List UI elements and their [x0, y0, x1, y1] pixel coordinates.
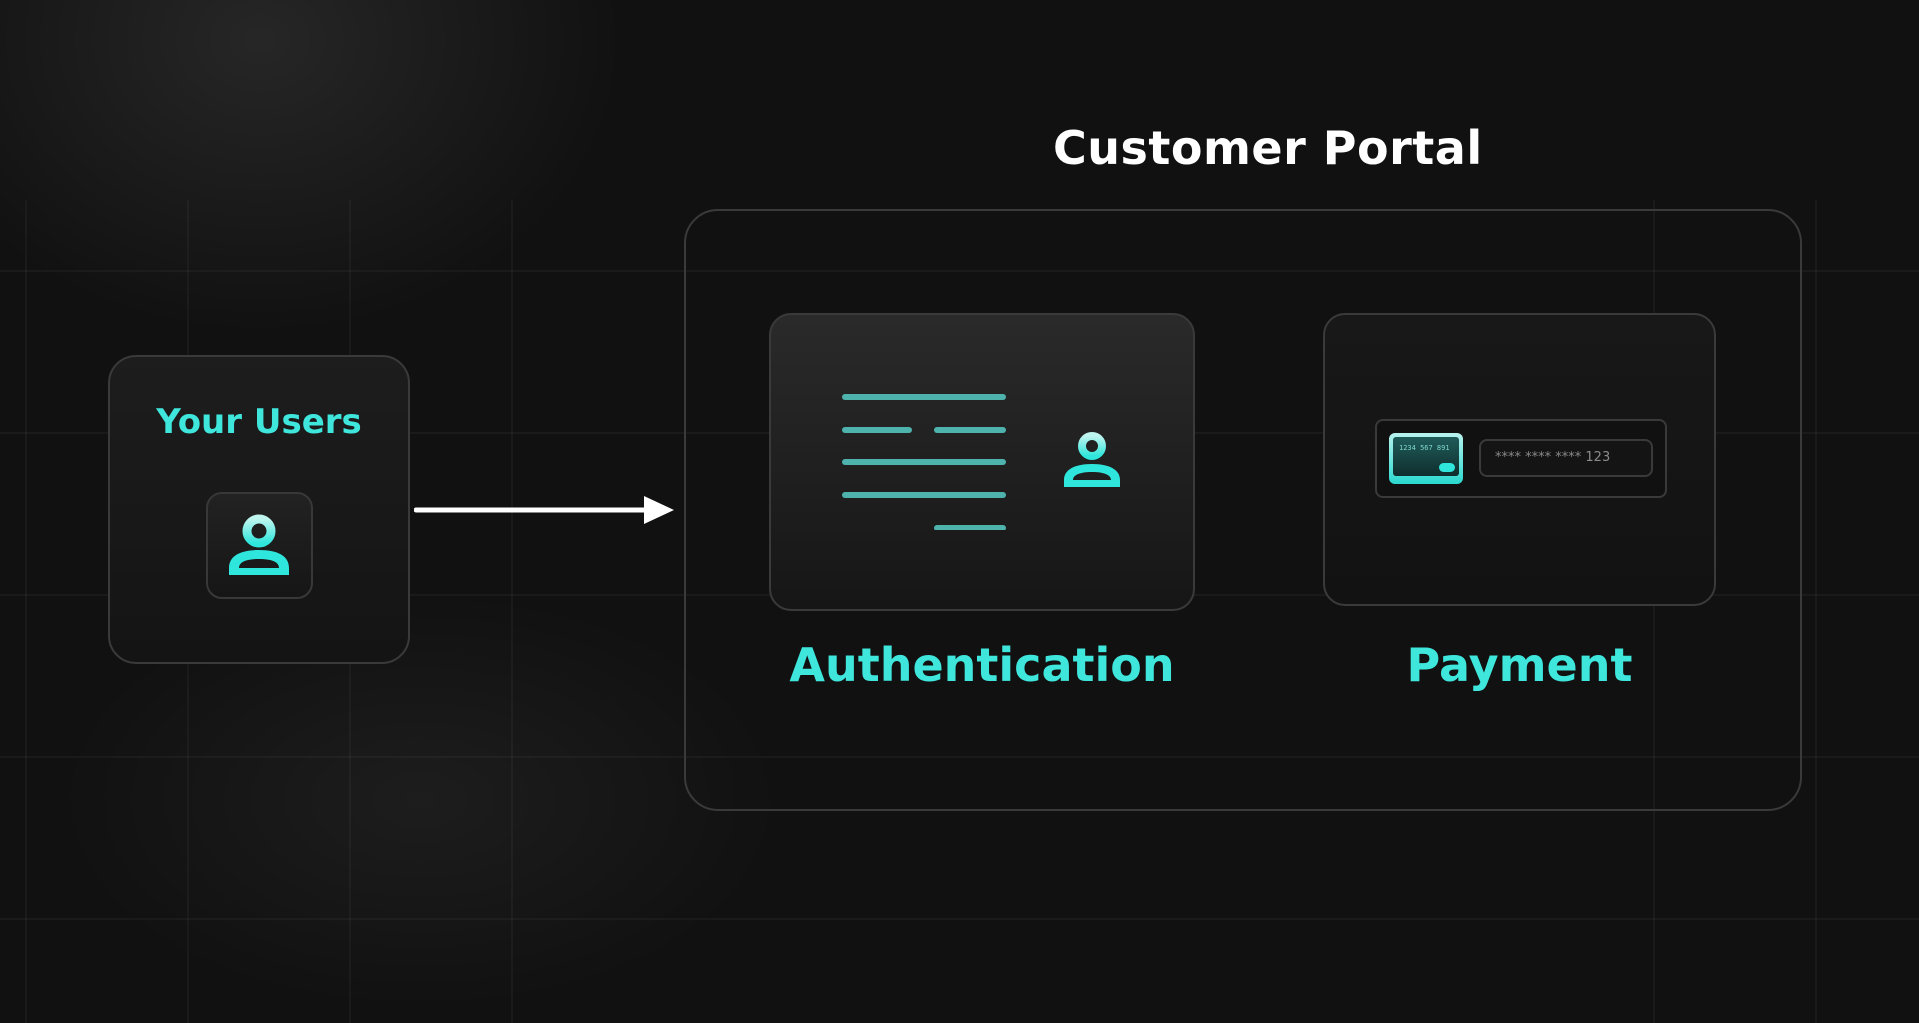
portal-container	[684, 209, 1802, 811]
payment-panel: 1234 567 891 **** **** **** 123	[1323, 313, 1716, 606]
payment-label: Payment	[1406, 638, 1633, 692]
users-icon-box	[206, 492, 313, 599]
payment-form: 1234 567 891 **** **** **** 123	[1375, 419, 1667, 498]
card-number-value: **** **** **** 123	[1495, 450, 1611, 465]
user-icon	[1064, 432, 1120, 487]
portal-title: Customer Portal	[1053, 121, 1483, 175]
authentication-panel	[769, 313, 1195, 611]
document-lines-icon	[842, 394, 1006, 530]
credit-card-icon: 1234 567 891	[1389, 433, 1463, 484]
card-number-small: 1234 567 891	[1399, 444, 1450, 452]
card-number-field[interactable]: **** **** **** 123	[1479, 439, 1653, 477]
users-label: Your Users	[156, 402, 362, 442]
authentication-label: Authentication	[789, 638, 1175, 692]
flow-arrow	[414, 496, 674, 524]
user-icon	[229, 514, 289, 575]
card-chip	[1439, 463, 1455, 472]
